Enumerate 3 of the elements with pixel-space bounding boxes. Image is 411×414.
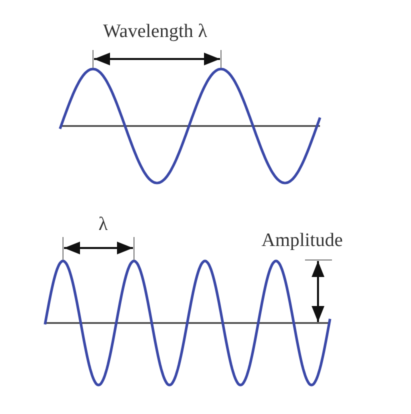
dimension-label: Amplitude xyxy=(262,231,343,250)
dimension-label: Wavelength λ xyxy=(103,22,208,41)
dimension-label: λ xyxy=(98,215,108,234)
